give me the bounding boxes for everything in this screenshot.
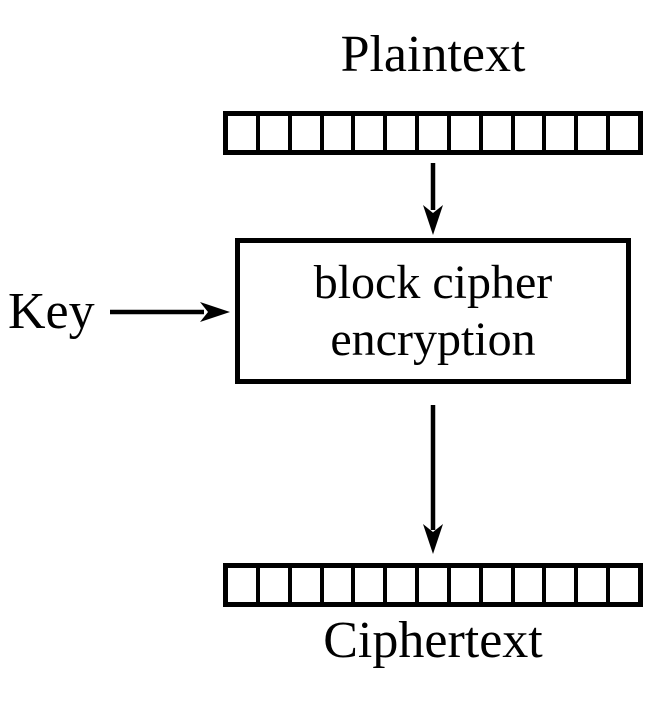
block-cell bbox=[419, 116, 447, 150]
block-cell bbox=[482, 568, 511, 602]
block-cell bbox=[450, 116, 479, 150]
block-cell bbox=[610, 116, 638, 150]
block-cell bbox=[228, 116, 256, 150]
arrowhead-icon bbox=[423, 524, 443, 554]
block-cell bbox=[323, 116, 352, 150]
block-cell bbox=[578, 116, 607, 150]
ciphertext-block-bar bbox=[223, 563, 643, 607]
block-cell bbox=[387, 568, 416, 602]
block-cell bbox=[450, 568, 479, 602]
block-cell bbox=[514, 116, 543, 150]
block-cell bbox=[355, 568, 384, 602]
block-cell bbox=[578, 568, 607, 602]
block-cell bbox=[387, 116, 416, 150]
plaintext-label: Plaintext bbox=[340, 26, 526, 83]
block-cell bbox=[419, 568, 447, 602]
down-arrow-cipher-to-ciphertext bbox=[423, 405, 443, 554]
block-cell bbox=[259, 116, 288, 150]
cipher-box-label-line1: block cipher bbox=[313, 256, 553, 309]
key-label: Key bbox=[8, 283, 95, 340]
right-arrow-key-to-cipher bbox=[110, 302, 230, 322]
block-cell bbox=[546, 568, 575, 602]
ciphertext-label: Ciphertext bbox=[323, 612, 543, 669]
block-cell bbox=[259, 568, 288, 602]
block-cell bbox=[514, 568, 543, 602]
block-cell bbox=[355, 116, 384, 150]
block-cipher-encryption-box: block cipher encryption bbox=[235, 238, 631, 384]
block-cell bbox=[291, 568, 320, 602]
cipher-box-label-line2: encryption bbox=[330, 313, 536, 366]
block-cell bbox=[610, 568, 638, 602]
down-arrow-plaintext-to-cipher bbox=[423, 163, 443, 235]
arrowhead-icon bbox=[423, 205, 443, 235]
plaintext-block-bar bbox=[223, 111, 643, 155]
arrowhead-icon bbox=[200, 302, 230, 322]
block-cell bbox=[482, 116, 511, 150]
block-cell bbox=[323, 568, 352, 602]
block-cell bbox=[228, 568, 256, 602]
block-cell bbox=[546, 116, 575, 150]
block-cell bbox=[291, 116, 320, 150]
